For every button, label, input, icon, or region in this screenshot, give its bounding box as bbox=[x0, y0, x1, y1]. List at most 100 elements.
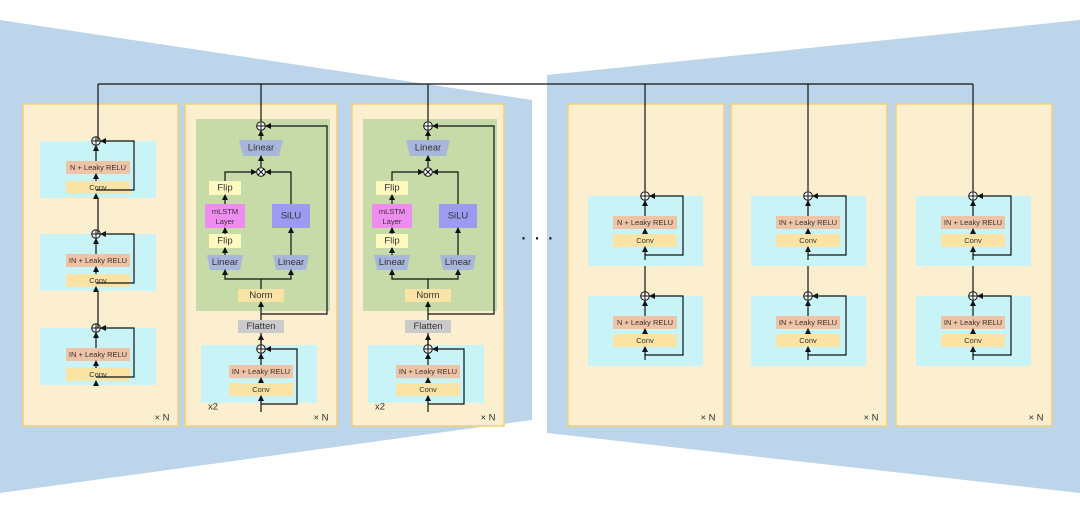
conv-skip-arrow bbox=[428, 346, 465, 405]
in-leaky-relu-box-label: N + Leaky RELU bbox=[617, 218, 673, 227]
in-leaky-relu-box-bg bbox=[776, 316, 840, 329]
in-leaky-relu-box: IN + Leaky RELU bbox=[229, 365, 293, 378]
conv-box-label: Conv bbox=[799, 336, 817, 345]
in-leaky-relu-box: N + Leaky RELU bbox=[66, 161, 130, 174]
conv-skip-arrow bbox=[261, 346, 298, 405]
skip-arrow bbox=[808, 293, 847, 356]
linear-top-trapezoid-label: Linear bbox=[415, 143, 441, 154]
flatten-box-label: Flatten bbox=[413, 321, 442, 332]
in-leaky-relu-box: N + Leaky RELU bbox=[613, 216, 677, 229]
conv-box-label: Conv bbox=[89, 276, 107, 285]
conv-box-bg bbox=[396, 383, 460, 396]
conv-box-bg bbox=[229, 383, 293, 396]
residual-conv-unit: IN + Leaky RELU Conv bbox=[40, 323, 156, 386]
conv-box: Conv bbox=[776, 334, 840, 347]
conv-box: Conv bbox=[941, 334, 1005, 347]
in-leaky-relu-box: IN + Leaky RELU bbox=[396, 365, 460, 378]
skip-arrow bbox=[96, 138, 135, 191]
conv-box-label: Conv bbox=[964, 336, 982, 345]
in-leaky-relu-box-label: IN + Leaky RELU bbox=[779, 218, 837, 227]
flatten-box-bg bbox=[238, 320, 284, 333]
linear-top-trapezoid-bg bbox=[406, 140, 450, 156]
norm-box-label: Norm bbox=[416, 290, 439, 301]
linear-right-trapezoid-label: Linear bbox=[278, 257, 304, 268]
conv-box-bg bbox=[66, 368, 130, 381]
add-node-cross bbox=[91, 136, 101, 146]
encoder-block-1: × N N + Leaky RELU Conv IN + Leaky RELU Conv… bbox=[22, 84, 179, 427]
multiply-node-cross bbox=[424, 168, 432, 176]
mlstm-layer-box-bg bbox=[372, 204, 412, 228]
silu-box-label: SiLU bbox=[281, 211, 302, 222]
add-node-icon bbox=[968, 191, 978, 201]
flip-box-top-bg bbox=[209, 181, 241, 195]
add-node-icon bbox=[256, 121, 266, 131]
silu-box-bg bbox=[439, 204, 477, 228]
flatten-box: Flatten bbox=[405, 320, 451, 333]
in-leaky-relu-box-label: IN + Leaky RELU bbox=[944, 218, 1002, 227]
add-node-cross bbox=[803, 191, 813, 201]
add-node-icon bbox=[91, 136, 101, 146]
mlstm-layer-box-bg bbox=[205, 204, 245, 228]
conv-box-bg bbox=[613, 234, 677, 247]
silu-box-label: SiLU bbox=[448, 211, 469, 222]
conv-box-bg bbox=[776, 234, 840, 247]
conv-box: Conv bbox=[66, 368, 130, 381]
in-leaky-relu-box-label: N + Leaky RELU bbox=[617, 318, 673, 327]
linear-left-trapezoid-bg bbox=[374, 255, 410, 270]
linear-top-trapezoid-label: Linear bbox=[248, 143, 274, 154]
conv-box-label: Conv bbox=[799, 236, 817, 245]
xlstm-skip-arrow bbox=[261, 123, 328, 315]
add-node-icon bbox=[423, 121, 433, 131]
conv-box-bg bbox=[66, 274, 130, 287]
flatten-box: Flatten bbox=[238, 320, 284, 333]
silu-box: SiLU bbox=[272, 204, 310, 228]
in-leaky-relu-box-bg bbox=[66, 348, 130, 361]
add-node-cross bbox=[968, 191, 978, 201]
in-leaky-relu-box-bg bbox=[941, 216, 1005, 229]
flip-box-top-label: Flip bbox=[384, 183, 399, 194]
repeat-times-n-label: × N bbox=[154, 413, 169, 424]
skip-arrow bbox=[645, 293, 684, 356]
norm-box-bg bbox=[238, 289, 284, 302]
in-leaky-relu-box-bg bbox=[776, 216, 840, 229]
flip-box-top-label: Flip bbox=[217, 183, 232, 194]
skip-arrow bbox=[645, 193, 684, 256]
conv-box-label: Conv bbox=[419, 385, 437, 394]
in-leaky-relu-box: IN + Leaky RELU bbox=[776, 216, 840, 229]
skip-arrow bbox=[973, 293, 1012, 356]
add-node-icon bbox=[91, 229, 101, 239]
add-node-icon bbox=[640, 191, 650, 201]
norm-box: Norm bbox=[238, 289, 284, 302]
flip-box-bottom: Flip bbox=[376, 234, 408, 248]
conv-box: Conv bbox=[229, 383, 293, 396]
flip-box-top: Flip bbox=[376, 181, 408, 195]
arrow-flip-to-mult bbox=[224, 169, 257, 181]
linear-top-trapezoid: Linear bbox=[239, 140, 283, 156]
in-leaky-relu-box-bg bbox=[66, 254, 130, 267]
residual-conv-unit: N + Leaky RELU Conv bbox=[40, 136, 156, 199]
conv-box: Conv bbox=[776, 234, 840, 247]
arrow-norm-left bbox=[222, 269, 262, 289]
in-leaky-relu-box-bg bbox=[229, 365, 293, 378]
linear-left-trapezoid-bg bbox=[207, 255, 243, 270]
flatten-box-bg bbox=[405, 320, 451, 333]
conv-box: Conv bbox=[66, 274, 130, 287]
linear-top-trapezoid-bg bbox=[239, 140, 283, 156]
conv-box-label: Conv bbox=[636, 336, 654, 345]
in-leaky-relu-box-label: IN + Leaky RELU bbox=[69, 350, 127, 359]
conv-box: Conv bbox=[66, 181, 130, 194]
skip-arrow bbox=[808, 193, 847, 256]
flip-box-top-bg bbox=[376, 181, 408, 195]
xlstm-skip-arrow bbox=[428, 123, 495, 315]
arrow-silu-to-mult bbox=[265, 169, 292, 204]
linear-right-trapezoid: Linear bbox=[273, 255, 309, 270]
repeat-times-n-label: × N bbox=[863, 413, 878, 424]
conv-box-label: Conv bbox=[636, 236, 654, 245]
linear-right-trapezoid-label: Linear bbox=[445, 257, 471, 268]
arrow-flip-to-mult bbox=[391, 169, 424, 181]
in-leaky-relu-box-label: IN + Leaky RELU bbox=[944, 318, 1002, 327]
add-node-cross bbox=[91, 323, 101, 333]
